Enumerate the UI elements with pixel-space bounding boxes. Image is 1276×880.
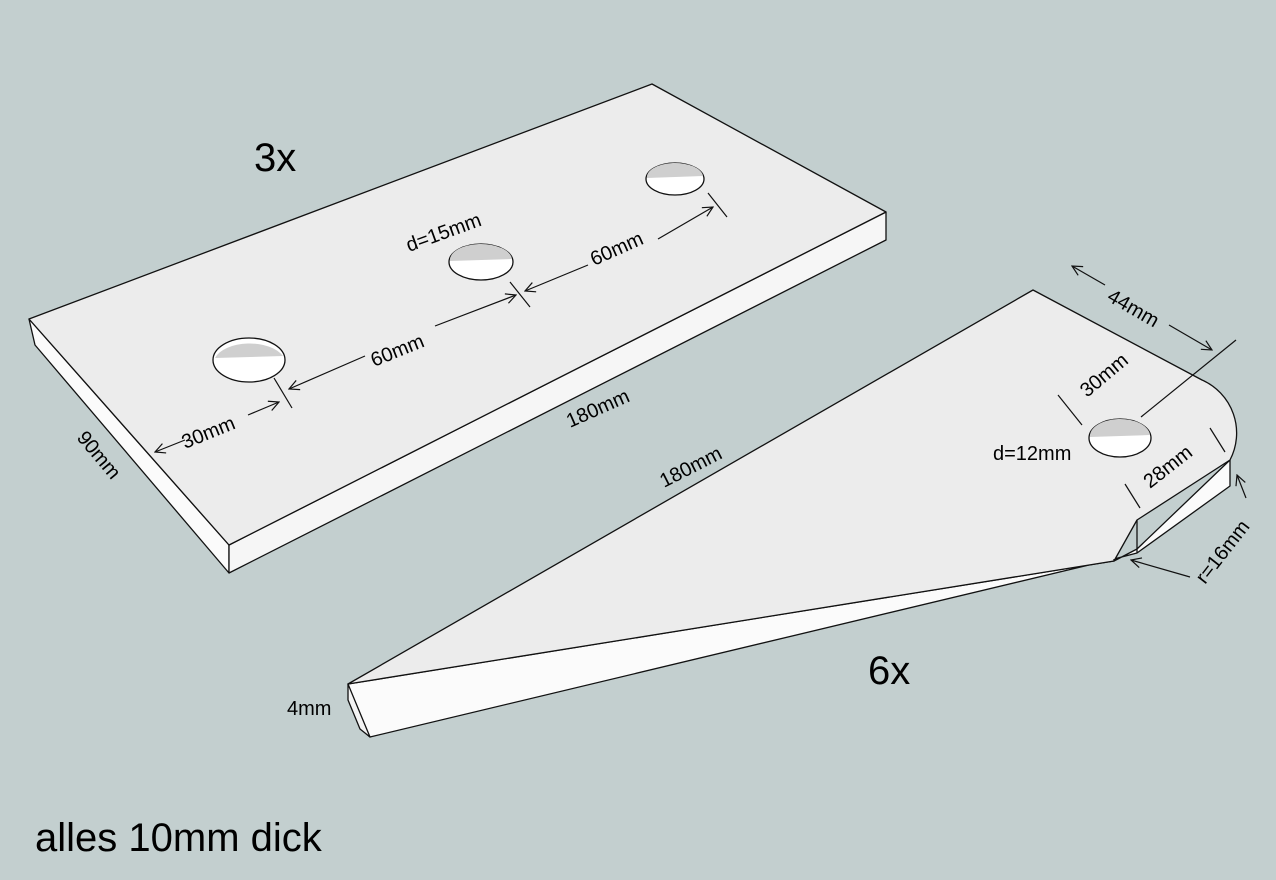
wedge-quantity: 6x — [868, 649, 910, 693]
plate-hole-middle — [448, 243, 514, 281]
wedge-top-face — [347, 289, 1238, 685]
wedge-radius-label: r=16mm — [1192, 516, 1255, 588]
wedge-hole — [1088, 418, 1152, 458]
wedge-tip-face — [347, 683, 371, 738]
plate-top-face — [28, 83, 887, 546]
plate-hole-right — [645, 162, 705, 196]
wedge-tip-height-label: 4mm — [287, 698, 331, 720]
plate-quantity: 3x — [254, 136, 296, 180]
plate-hole-left — [212, 337, 286, 383]
wedge-dimension-lines — [1057, 266, 1247, 578]
wedge-top-width-label: 44mm — [1104, 285, 1163, 332]
wedge-hole-diameter-label: d=12mm — [993, 443, 1071, 465]
thickness-note: alles 10mm dick — [35, 816, 323, 860]
wedge-part: 6x 180mm 4mm 44mm 30mm d=12mm 28mm r=16m… — [287, 266, 1255, 738]
plate-dimension-lines — [155, 192, 728, 452]
